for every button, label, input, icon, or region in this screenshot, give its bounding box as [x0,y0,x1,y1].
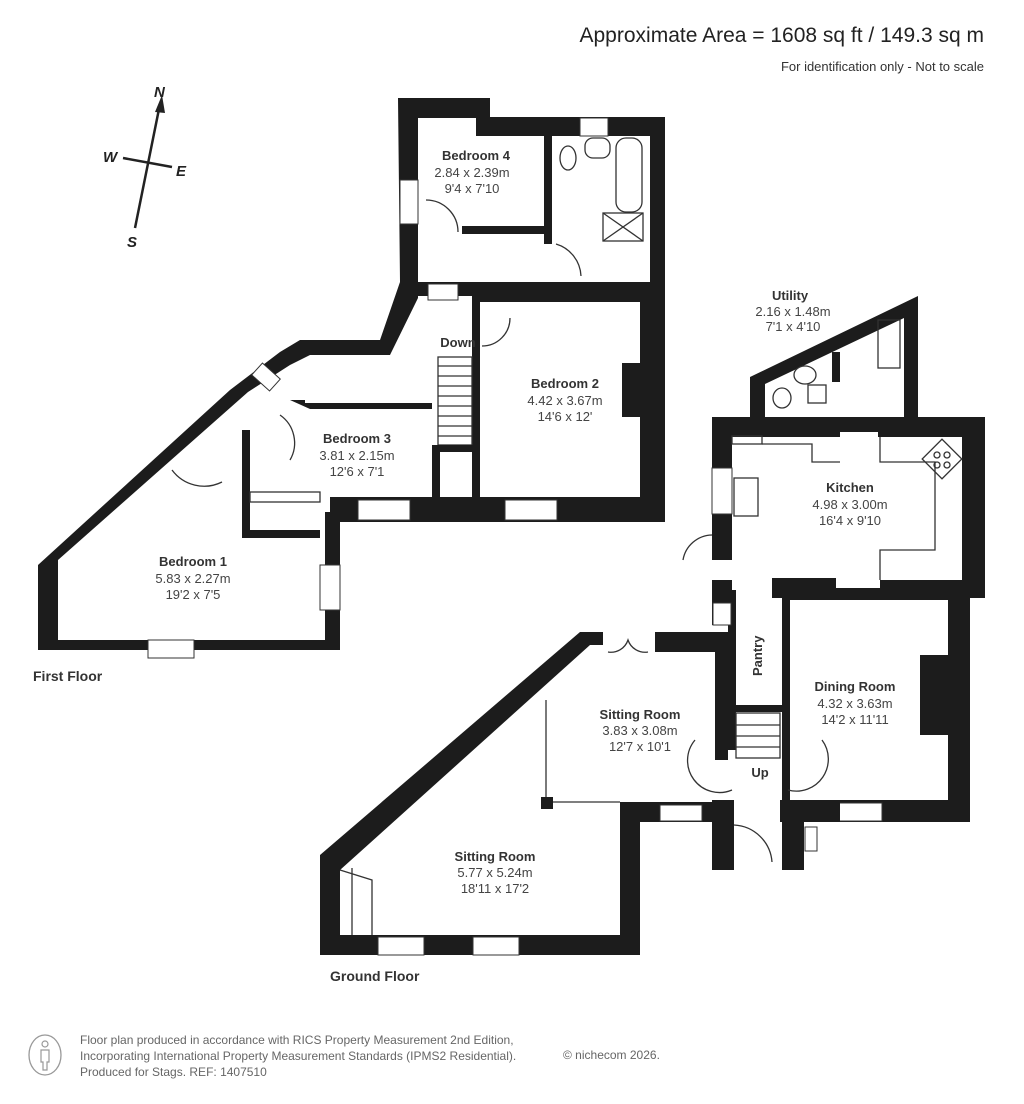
room-name-utility: Utility [772,288,809,303]
compass-south: S [127,234,137,251]
room-name-bedroom-3: Bedroom 3 [323,431,391,446]
room-imperial-sitting-room-1: 12'7 x 10'1 [609,739,671,754]
stairs-down-label: Down [440,335,475,350]
stairs-up-label: Up [751,765,768,780]
compass-icon: N W E S [103,84,187,251]
ground-floor-plan: Utility 2.16 x 1.48m 7'1 x 4'10 Kitchen … [320,288,985,984]
area-title: Approximate Area = 1608 sq ft / 149.3 sq… [579,24,985,47]
room-imperial-bedroom-2: 14'6 x 12' [538,409,593,424]
room-metric-dining-room: 4.32 x 3.63m [817,696,892,711]
room-imperial-bedroom-1: 19'2 x 7'5 [166,587,221,602]
disclaimer-subtitle: For identification only - Not to scale [780,59,984,74]
floor-label-first-floor: First Floor [33,668,103,684]
footer-line-1: Floor plan produced in accordance with R… [80,1033,514,1047]
room-name-sitting-room-1: Sitting Room [600,707,681,722]
room-name-dining-room: Dining Room [815,679,896,694]
room-imperial-bedroom-4: 9'4 x 7'10 [445,181,500,196]
floor-label-ground-floor: Ground Floor [330,968,420,984]
room-metric-bedroom-2: 4.42 x 3.67m [527,393,602,408]
room-metric-sitting-room-2: 5.77 x 5.24m [457,865,532,880]
footer-line-2: Incorporating International Property Mea… [80,1049,517,1063]
copyright: © nichecom 2026. [563,1048,660,1062]
room-metric-bedroom-1: 5.83 x 2.27m [155,571,230,586]
footer-notes: Floor plan produced in accordance with R… [80,1032,516,1080]
room-metric-bedroom-4: 2.84 x 2.39m [434,165,509,180]
room-name-sitting-room-2: Sitting Room [455,849,536,864]
room-name-bedroom-1: Bedroom 1 [159,554,227,569]
room-name-pantry: Pantry [750,635,765,676]
room-name-bedroom-4: Bedroom 4 [442,148,511,163]
room-metric-utility: 2.16 x 1.48m [755,304,830,319]
footer-line-3: Produced for Stags. REF: 1407510 [80,1065,267,1079]
compass-north: N [154,84,166,101]
compass-west: W [103,149,119,166]
staircase-first-floor [437,356,473,446]
room-metric-bedroom-3: 3.81 x 2.15m [319,448,394,463]
compass-east: E [176,163,187,180]
room-metric-kitchen: 4.98 x 3.00m [812,497,887,512]
room-metric-sitting-room-1: 3.83 x 3.08m [602,723,677,738]
room-name-kitchen: Kitchen [826,480,874,495]
room-imperial-kitchen: 16'4 x 9'10 [819,513,881,528]
first-floor-plan: Bedroom 4 2.84 x 2.39m 9'4 x 7'10 Down B… [33,98,665,684]
staircase-ground-floor [735,712,781,759]
room-imperial-bedroom-3: 12'6 x 7'1 [330,464,385,479]
room-imperial-dining-room: 14'2 x 11'11 [821,712,888,727]
room-imperial-utility: 7'1 x 4'10 [766,319,821,334]
hob-icon [921,438,963,480]
room-imperial-sitting-room-2: 18'11 x 17'2 [461,881,529,896]
person-icon [28,1034,62,1076]
room-name-bedroom-2: Bedroom 2 [531,376,599,391]
